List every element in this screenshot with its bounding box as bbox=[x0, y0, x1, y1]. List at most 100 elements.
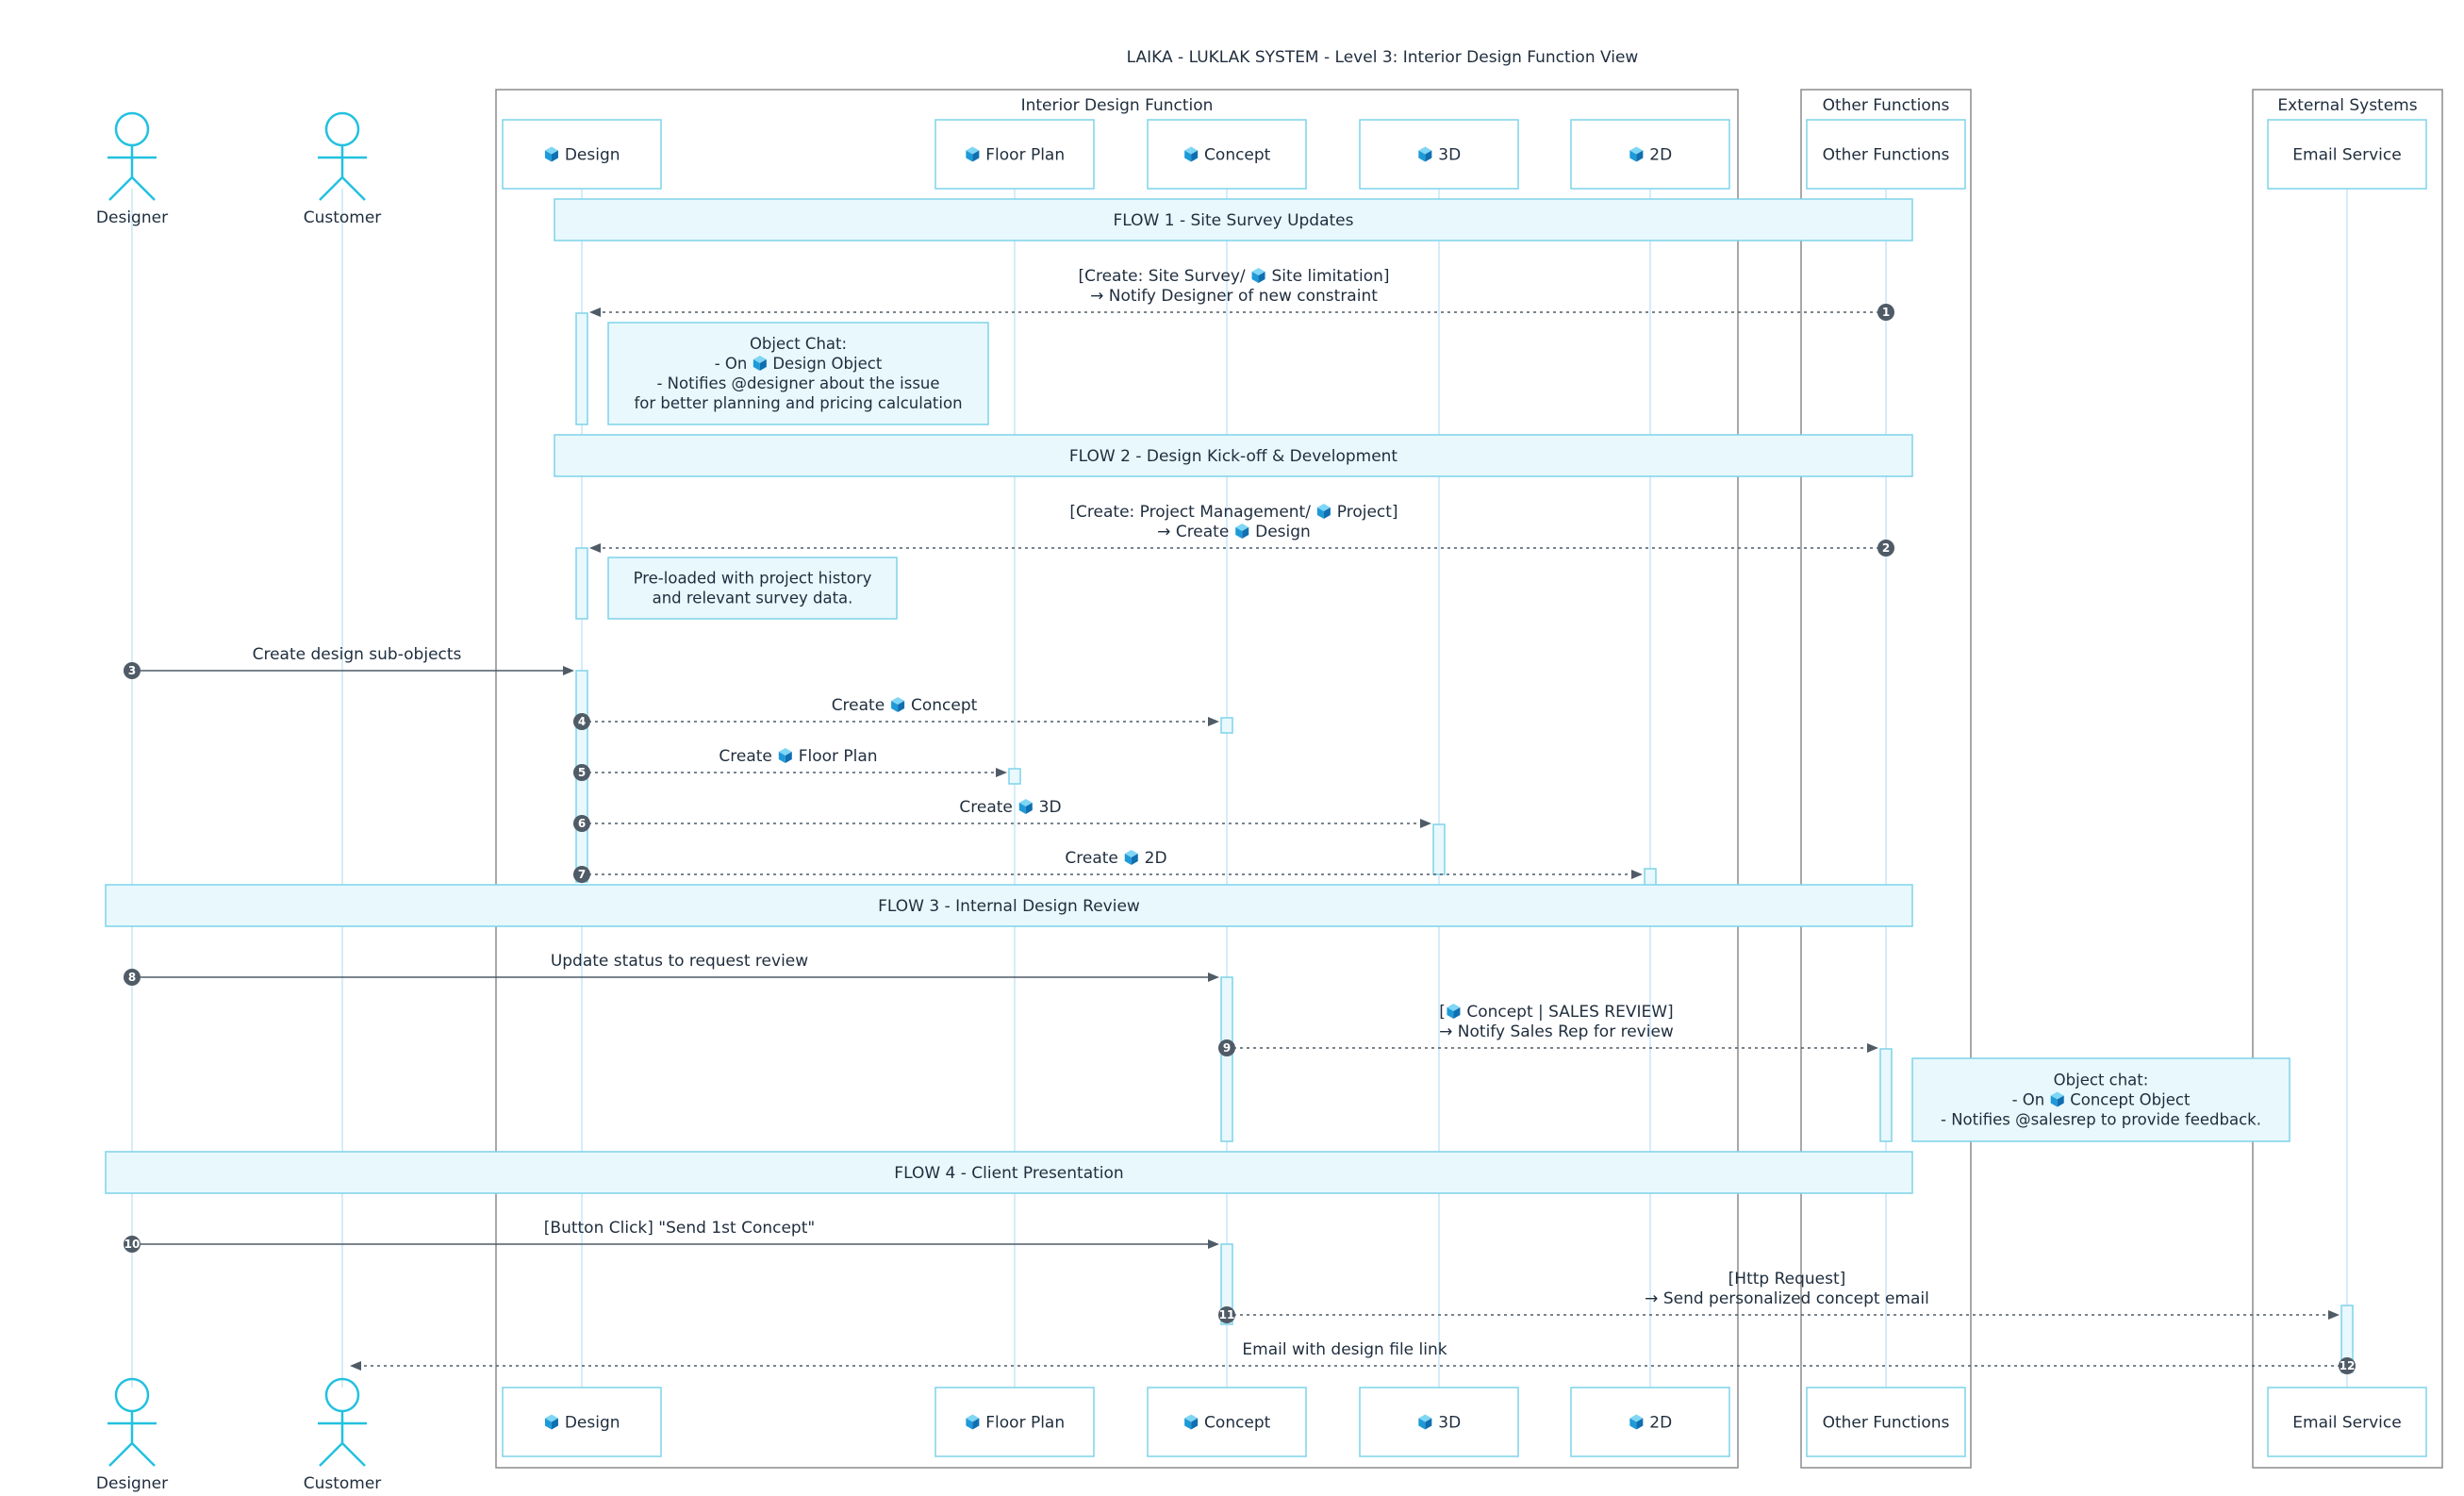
actor-label: Customer bbox=[304, 1474, 382, 1493]
actor-designer-bottom: Designer bbox=[96, 1377, 168, 1493]
arrowhead bbox=[996, 768, 1007, 777]
participant-label: 3D bbox=[1417, 146, 1461, 165]
activation-bar bbox=[575, 312, 588, 425]
activation-bar bbox=[1879, 1048, 1893, 1142]
actor-label: Designer bbox=[96, 1474, 168, 1493]
participant-name: Concept bbox=[1199, 1414, 1271, 1433]
text-segment: [ bbox=[1439, 1003, 1446, 1022]
activation-bar bbox=[1432, 823, 1446, 875]
participant-floorplan-top: Floor Plan bbox=[934, 119, 1095, 190]
actor-leg bbox=[131, 1442, 156, 1467]
group-label: Other Functions bbox=[1823, 96, 1950, 115]
note-note2: Pre-loaded with project history and relev… bbox=[607, 557, 898, 620]
participant-box bbox=[1806, 119, 1966, 190]
actor-label: Designer bbox=[96, 208, 168, 227]
participant-box bbox=[1570, 1387, 1730, 1457]
text-line: Pre-loaded with project history bbox=[634, 570, 872, 588]
text-line: Object Chat: bbox=[750, 335, 847, 353]
text-line: Update status to request review bbox=[551, 952, 808, 971]
arrowhead bbox=[1867, 1043, 1878, 1053]
text-line: - On Concept Object bbox=[2012, 1091, 2191, 1109]
participant-label: Other Functions bbox=[1823, 146, 1950, 165]
flow-box-flow4 bbox=[105, 1151, 1913, 1194]
participant-d3-bottom: 3D bbox=[1359, 1387, 1519, 1457]
sequence-number: 4 bbox=[578, 715, 586, 728]
sequence-number-badge bbox=[1877, 540, 1894, 557]
text-segment: [Button Click] "Send 1st Concept" bbox=[544, 1219, 815, 1238]
group-label: External Systems bbox=[2277, 96, 2417, 115]
text-line: [Create: Project Management/ Project] bbox=[1069, 503, 1397, 522]
participant-box bbox=[1570, 119, 1730, 190]
sequence-number: 2 bbox=[1882, 541, 1890, 555]
participant-box bbox=[2267, 1387, 2427, 1457]
flow-box-flow3 bbox=[105, 884, 1913, 927]
participant-label: Design bbox=[543, 146, 620, 165]
sequence-number: 10 bbox=[124, 1238, 141, 1251]
text-line: [Http Request] bbox=[1728, 1270, 1846, 1288]
participant-d3-top: 3D bbox=[1359, 119, 1519, 190]
actor-leg bbox=[319, 176, 343, 201]
text-segment: Create bbox=[719, 747, 777, 766]
participant-name: Design bbox=[559, 146, 620, 165]
flow-label: FLOW 2 - Design Kick-off & Development bbox=[1069, 447, 1398, 466]
sequence-number: 6 bbox=[578, 817, 586, 830]
participant-other-top: Other Functions bbox=[1806, 119, 1966, 190]
activation-bar bbox=[1220, 976, 1233, 1142]
participant-box bbox=[934, 1387, 1095, 1457]
group-box-g-other bbox=[1800, 89, 1972, 1469]
arrowhead bbox=[589, 308, 601, 317]
text-segment: Object chat: bbox=[2054, 1072, 2149, 1089]
participant-box bbox=[934, 119, 1095, 190]
text-segment: 2D bbox=[1139, 849, 1166, 868]
flow-label: FLOW 1 - Site Survey Updates bbox=[1114, 211, 1354, 230]
message-10: 10 [Button Click] "Send 1st Concept" bbox=[124, 1219, 1219, 1253]
participant-email-bottom: Email Service bbox=[2267, 1387, 2427, 1457]
text-segment: Email with design file link bbox=[1242, 1340, 1447, 1359]
activation-bar bbox=[1220, 717, 1233, 734]
participant-email-top: Email Service bbox=[2267, 119, 2427, 190]
participant-d2-top: 2D bbox=[1570, 119, 1730, 190]
participant-other-bottom: Other Functions bbox=[1806, 1387, 1966, 1457]
participant-design-bottom: Design bbox=[502, 1387, 662, 1457]
message-9: 9 [ Concept | SALES REVIEW]→ Notify Sales… bbox=[1218, 1003, 1878, 1056]
text-segment: - Notifies @salesrep to provide feedback… bbox=[1941, 1111, 2261, 1129]
participant-name: 2D bbox=[1645, 146, 1672, 165]
text-segment: → Notify Designer of new constraint bbox=[1090, 287, 1378, 306]
actor-leg bbox=[108, 176, 133, 201]
note-note3: Object chat: - On Concept Object - Notifie… bbox=[1911, 1057, 2290, 1142]
participant-box bbox=[1359, 1387, 1519, 1457]
message-11: 11[Http Request]→ Send personalized conc… bbox=[1218, 1270, 2340, 1323]
text-line: Create 3D bbox=[959, 798, 1061, 817]
participant-label: 2D bbox=[1629, 146, 1672, 165]
actor-leg bbox=[341, 1442, 366, 1467]
participant-label: Other Functions bbox=[1823, 1414, 1950, 1433]
actor-leg bbox=[341, 176, 366, 201]
flow-label: FLOW 4 - Client Presentation bbox=[894, 1164, 1123, 1183]
text-segment: Create bbox=[1065, 849, 1123, 868]
sequence-number-badge bbox=[124, 662, 141, 679]
actor-head bbox=[324, 111, 360, 147]
flow-label: FLOW 3 - Internal Design Review bbox=[878, 897, 1140, 916]
sequence-number: 9 bbox=[1223, 1041, 1231, 1055]
text-line: [ Concept | SALES REVIEW] bbox=[1439, 1003, 1673, 1022]
text-segment: for better planning and pricing calculat… bbox=[634, 394, 962, 412]
text-line: for better planning and pricing calculat… bbox=[634, 394, 962, 412]
activation-bar bbox=[1008, 768, 1021, 785]
participant-box bbox=[1147, 1387, 1307, 1457]
text-line: [Create: Site Survey/ Site limitation] bbox=[1078, 267, 1389, 286]
diagram-title: LAIKA - LUKLAK SYSTEM - Level 3: Interio… bbox=[1127, 48, 1639, 67]
text-line: → Notify Designer of new constraint bbox=[1090, 287, 1378, 306]
note-note1: Object Chat:- On Design Object- Notifies… bbox=[607, 322, 989, 425]
text-line: Object chat: bbox=[2054, 1072, 2149, 1089]
text-line: → Notify Sales Rep for review bbox=[1439, 1022, 1674, 1041]
text-segment: and relevant survey data. bbox=[653, 590, 853, 607]
participant-name: 3D bbox=[1433, 1414, 1461, 1433]
text-line: - Notifies @salesrep to provide feedback… bbox=[1941, 1111, 2261, 1129]
participant-box bbox=[1147, 119, 1307, 190]
text-segment: Project] bbox=[1331, 503, 1397, 522]
sequence-number-badge bbox=[124, 1236, 141, 1253]
text-line: - Notifies @designer about the issue bbox=[656, 374, 939, 392]
